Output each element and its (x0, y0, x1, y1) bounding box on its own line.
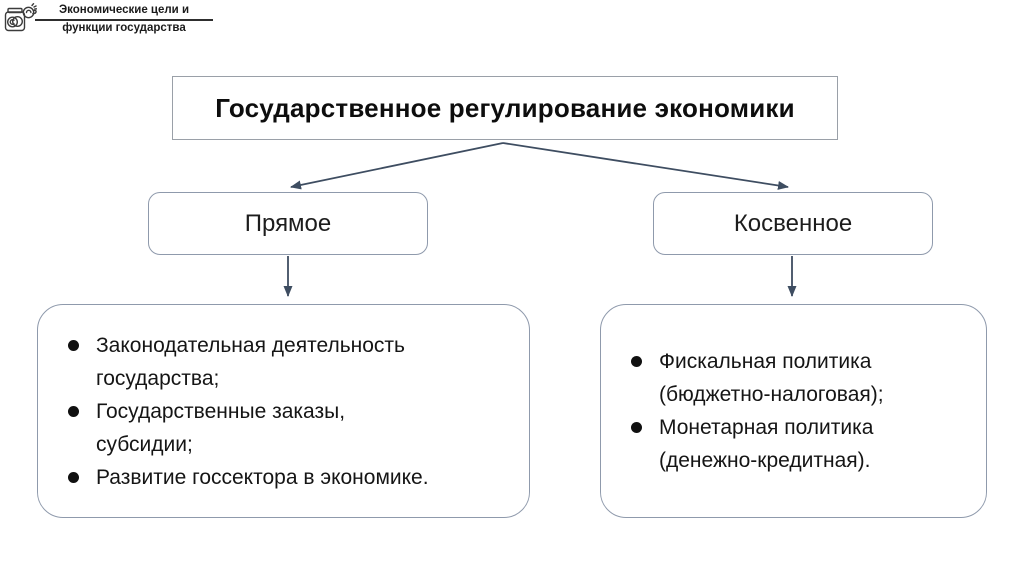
branch-indirect-label: Косвенное (733, 209, 853, 237)
list-item: Монетарная политика (денежно-кредитная). (631, 411, 968, 477)
list-item-text: Развитие госсектора в экономике. (96, 465, 429, 489)
root-node-label: Государственное регулирование экономики (215, 92, 795, 123)
arrow-root-to-direct (290, 142, 504, 190)
branch-direct-label: Прямое (244, 209, 332, 237)
list-item: Государственные заказы, субсидии; (68, 395, 511, 461)
branch-node-direct: Прямое (148, 192, 428, 255)
header-title-line2: функции государства (62, 22, 186, 34)
direct-items-list: Законодательная деятельность государства… (38, 329, 529, 494)
slide-header-title: Экономические цели и функции государства (35, 4, 213, 35)
indirect-items-list: Фискальная политика (бюджетно-налоговая)… (601, 345, 986, 477)
bullet-icon (68, 339, 79, 351)
list-item-text: Государственные заказы, субсидии; (96, 399, 346, 456)
indirect-items-box: Фискальная политика (бюджетно-налоговая)… (600, 304, 987, 518)
bullet-icon (68, 405, 79, 417)
arrow-root-to-indirect (502, 142, 789, 190)
bullet-icon (631, 422, 642, 433)
root-node-state-regulation: Государственное регулирование экономики (172, 76, 838, 140)
header-title-line1: Экономические цели и (35, 4, 213, 21)
bullet-icon (631, 356, 642, 367)
bullet-icon (68, 471, 79, 483)
list-item-text: Фискальная политика (бюджетно-налоговая)… (659, 350, 884, 406)
list-item-text: Законодательная деятельность государства… (96, 333, 405, 390)
money-jar-icon (4, 3, 37, 32)
direct-items-box: Законодательная деятельность государства… (37, 304, 530, 518)
branch-node-indirect: Косвенное (653, 192, 933, 255)
list-item: Фискальная политика (бюджетно-налоговая)… (631, 345, 968, 411)
list-item: Развитие госсектора в экономике. (68, 461, 511, 494)
list-item-text: Монетарная политика (денежно-кредитная). (659, 416, 874, 472)
list-item: Законодательная деятельность государства… (68, 329, 511, 395)
